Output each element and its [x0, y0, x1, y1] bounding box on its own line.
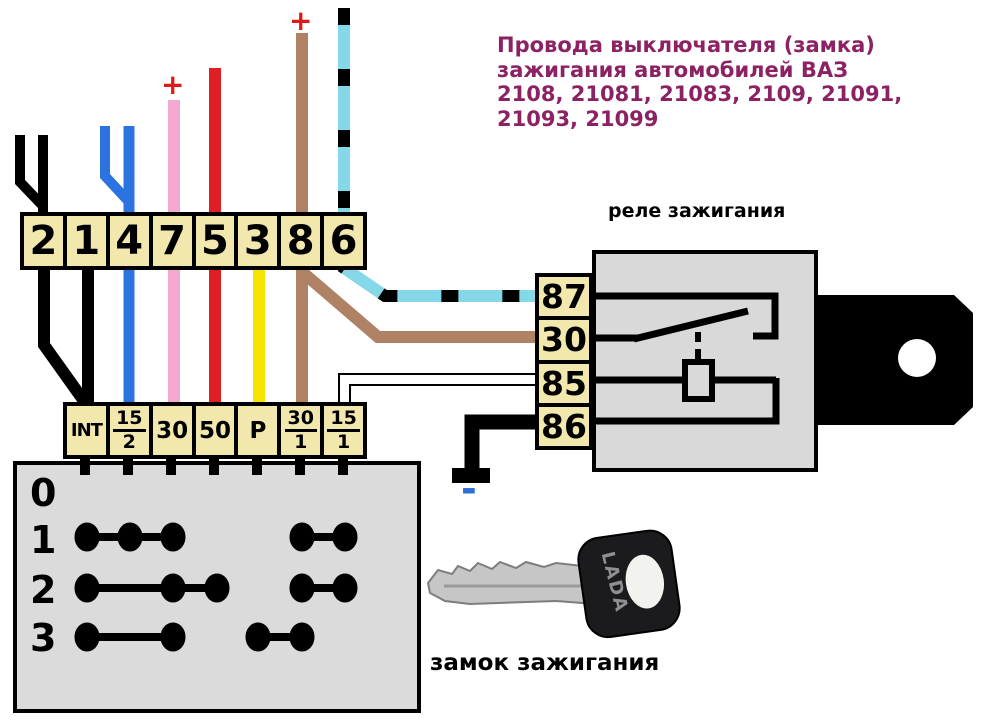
coil-lead-86: [596, 378, 780, 425]
relay-schematic: [596, 292, 780, 425]
tab-hole: [898, 339, 936, 377]
position-0-label: 0: [30, 471, 57, 515]
terminal-15-2-den: 2: [122, 431, 136, 453]
cyan-black-wire: [338, 8, 537, 302]
relay-terminal-86: 86: [539, 402, 589, 446]
black-wires: [15, 135, 94, 405]
terminal-15-2-num: 15: [113, 409, 146, 432]
terminal-30-1-num: 30: [284, 409, 317, 432]
contacts-position-3: [74, 622, 315, 652]
relay-terminal-30: 30: [539, 316, 589, 360]
contact-87: [596, 292, 779, 340]
contact-arm: [633, 307, 749, 343]
key-blade: [426, 560, 598, 606]
relay-terminal-87: 87: [539, 277, 589, 317]
relay-terminal-strip: 87 30 85 86: [535, 273, 593, 450]
key-head-oval: [625, 554, 665, 609]
position-3-label: 3: [30, 616, 57, 660]
terminal-15-1-num: 15: [327, 409, 360, 432]
white-wire: [338, 373, 536, 404]
terminal-15-2: 15 2: [105, 406, 149, 455]
minus-mark-ground: -: [461, 467, 477, 511]
plus-mark-brown-wire: +: [289, 4, 313, 37]
contacts-position-2: [74, 573, 358, 603]
key-head: LADA: [577, 529, 681, 639]
connector-block: 2 1 4 7 5 3 8 6: [20, 212, 367, 270]
terminal-int-label: INT: [70, 420, 103, 441]
terminal-30-1: 30 1: [277, 406, 321, 455]
plus-mark-pink-wire: +: [161, 68, 185, 101]
lock-label: замок зажигания: [430, 650, 660, 676]
connector-pin-5: 5: [191, 216, 235, 266]
relay-coil: [682, 359, 715, 402]
contacts-position-1: [74, 522, 358, 552]
connector-pin-7: 7: [148, 216, 192, 266]
terminal-int: INT: [67, 406, 106, 455]
relay-terminal-85: 85: [539, 359, 589, 403]
connector-pin-8: 8: [277, 216, 321, 266]
connector-pin-4: 4: [105, 216, 149, 266]
relay-label: реле зажигания: [608, 200, 786, 222]
ground-bar: [452, 468, 490, 483]
relay-mounting-tab: [817, 295, 973, 425]
terminal-stubs: [80, 455, 348, 475]
position-1-label: 1: [30, 518, 57, 562]
position-2-label: 2: [30, 568, 57, 612]
connector-pin-3: 3: [234, 216, 278, 266]
terminal-15-1: 15 1: [320, 406, 364, 455]
connector-pin-1: 1: [62, 216, 106, 266]
connector-pin-6: 6: [320, 216, 363, 266]
terminal-15-1-den: 1: [336, 431, 351, 453]
ground-wire: [452, 414, 537, 483]
terminal-50: 50: [191, 406, 235, 455]
page-title: Провода выключателя (замка) зажигания ав…: [497, 33, 903, 131]
ignition-key: LADA: [426, 529, 681, 639]
switch-terminal-strip: INT 15 2 30 50 P 30 1 15 1: [63, 402, 367, 459]
terminal-30-1-den: 1: [294, 431, 308, 453]
terminal-30: 30: [148, 406, 192, 455]
terminal-p: P: [234, 406, 278, 455]
connector-pin-2: 2: [24, 216, 63, 266]
